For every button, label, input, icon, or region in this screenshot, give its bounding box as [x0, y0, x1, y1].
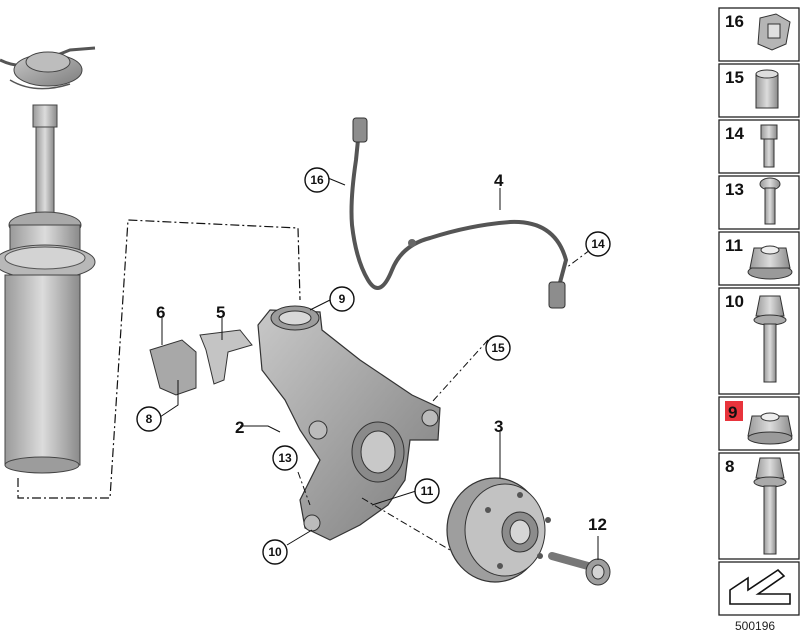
- circled-callout-9: 9: [329, 286, 355, 312]
- callout-6: 6: [156, 303, 165, 322]
- svg-text:9: 9: [339, 292, 346, 306]
- sleeve-icon: [755, 69, 779, 109]
- svg-text:15: 15: [491, 341, 505, 355]
- solid-leaders: [159, 177, 599, 560]
- socket-bolt-icon: [760, 124, 778, 168]
- wheel-hub-illustration: [446, 477, 551, 583]
- legend-item-11[interactable]: 11: [718, 231, 800, 286]
- steering-knuckle-illustration: [257, 305, 441, 541]
- leader-lines: [297, 249, 591, 551]
- svg-text:10: 10: [725, 292, 744, 311]
- circled-callout-8: 8: [136, 406, 162, 432]
- svg-text:13: 13: [278, 451, 292, 465]
- legend-item-10[interactable]: 10: [718, 287, 800, 395]
- assembly-frame-line: [17, 219, 301, 499]
- hex-bolt-icon: [753, 295, 787, 383]
- direction-arrow-icon: [729, 568, 791, 605]
- circled-callout-10: 10: [262, 539, 288, 565]
- circled-callout-15: 15: [485, 335, 511, 361]
- clip-icon: [757, 13, 791, 51]
- svg-text:16: 16: [310, 173, 324, 187]
- circled-callout-14: 14: [585, 231, 611, 257]
- svg-text:13: 13: [725, 180, 744, 199]
- hex-nut-icon: [747, 412, 793, 445]
- svg-text:8: 8: [725, 457, 734, 476]
- circled-callout-11: 11: [414, 478, 440, 504]
- strut-illustration: [0, 46, 96, 474]
- highlight-marker: [725, 401, 743, 421]
- long-hex-bolt-icon: [753, 457, 787, 555]
- svg-text:16: 16: [725, 12, 744, 31]
- callout-labels: 2 3 4 5 6 12: [156, 171, 607, 534]
- legend-item-14[interactable]: 14: [718, 119, 800, 174]
- legend-item-8[interactable]: 8: [718, 452, 800, 560]
- hub-bolt-illustration: [548, 552, 611, 586]
- callout-5: 5: [216, 303, 225, 322]
- callout-3: 3: [494, 417, 503, 436]
- legend-item-16[interactable]: 16: [718, 7, 800, 62]
- svg-text:15: 15: [725, 68, 744, 87]
- svg-text:9: 9: [728, 403, 737, 422]
- legend-item-15[interactable]: 15: [718, 63, 800, 118]
- callout-12: 12: [588, 515, 607, 534]
- circled-callout-13: 13: [272, 445, 298, 471]
- callout-4: 4: [494, 171, 504, 190]
- svg-text:14: 14: [725, 124, 744, 143]
- bracket-illustration: [149, 329, 253, 396]
- svg-text:11: 11: [725, 236, 743, 255]
- sensor-cable-illustration: [349, 117, 569, 309]
- svg-text:14: 14: [591, 237, 605, 251]
- svg-text:8: 8: [146, 412, 153, 426]
- svg-text:11: 11: [421, 484, 434, 498]
- diagram-id: 500196: [735, 619, 775, 633]
- collar-nut-icon: [747, 245, 793, 280]
- legend-item-13[interactable]: 13: [718, 175, 800, 230]
- callout-2: 2: [235, 418, 244, 437]
- parts-legend: 16 15 14 13: [718, 7, 800, 616]
- legend-item-9[interactable]: 9: [718, 396, 800, 451]
- torx-screw-icon: [759, 177, 781, 225]
- circled-callouts: 16 9 14 15 8 13 11 10: [136, 167, 611, 565]
- legend-item-arrow[interactable]: [718, 561, 800, 616]
- svg-text:10: 10: [268, 545, 282, 559]
- circled-callout-16: 16: [304, 167, 330, 193]
